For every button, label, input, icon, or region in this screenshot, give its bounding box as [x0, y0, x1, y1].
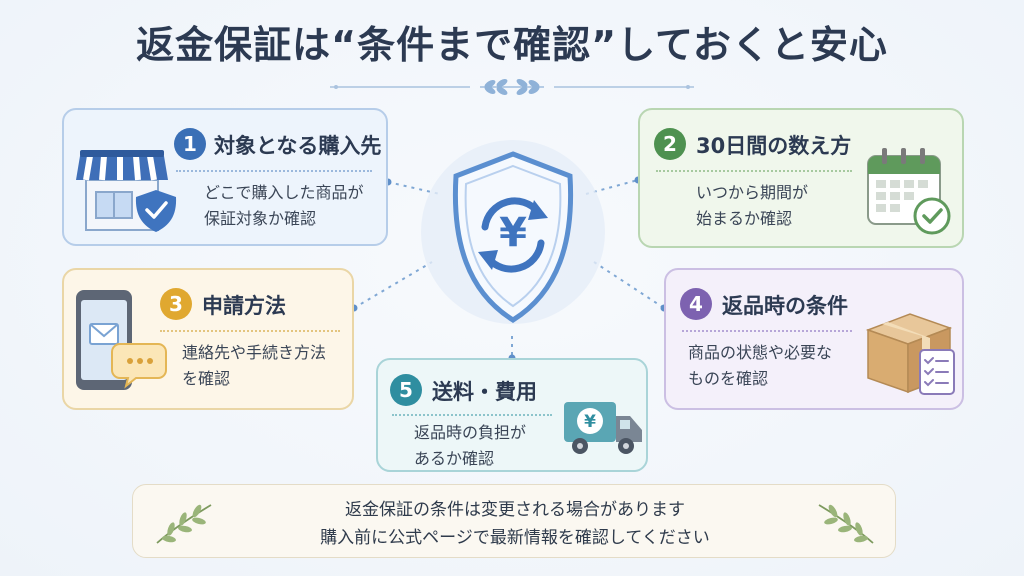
card-30-day-count: 2 30日間の数え方 いつから期間が 始まるか確認: [638, 108, 964, 248]
shop-shield-icon: [76, 150, 177, 232]
phone-mail-icon: [76, 290, 167, 390]
box-checklist-icon: [865, 313, 955, 395]
card-shipping-cost: 5 送料・費用 返品時の負担が あるか確認 ¥: [376, 358, 648, 472]
yen-truck-icon: ¥: [564, 402, 642, 454]
notice-line-1: 返金保証の条件は変更される場合があります: [345, 500, 685, 520]
card-divider: [176, 170, 372, 172]
center-shield: ¥: [418, 132, 608, 342]
card-title: 申請方法: [202, 294, 286, 318]
card-title: 返品時の条件: [722, 294, 848, 318]
leaf-icon: [818, 504, 874, 544]
card-number-badge: 3: [160, 288, 192, 320]
card-number-badge: 1: [174, 128, 206, 160]
notice-line-2: 購入前に公式ページで最新情報を確認してください: [320, 528, 710, 548]
card-title: 送料・費用: [432, 380, 537, 404]
shield-yen-refresh-icon: ¥: [421, 140, 605, 324]
card-description: 返品時の負担が あるか確認: [414, 423, 527, 468]
card-divider: [160, 330, 340, 332]
card-purchase-source: 1 対象となる購入先 どこで購入した商品が 保証対象か確認: [62, 108, 388, 246]
card-title: 対象となる購入先: [214, 134, 382, 158]
card-description: どこで購入した商品が 保証対象か確認: [204, 183, 364, 228]
card-title: 30日間の数え方: [696, 134, 852, 158]
title-divider-ornament-icon: [330, 79, 694, 95]
card-description: 連絡先や手続き方法 を確認: [182, 343, 327, 388]
card-application-method: 3 申請方法 連絡先や手続き方法 を確認: [62, 268, 354, 410]
card-divider: [392, 414, 552, 416]
card-divider: [682, 330, 852, 332]
card-number-badge: 4: [680, 288, 712, 320]
calendar-check-icon: [867, 148, 951, 235]
card-divider: [656, 170, 852, 172]
center-yen-symbol: ¥: [499, 210, 527, 256]
truck-yen-symbol: ¥: [584, 412, 596, 432]
card-number-badge: 5: [390, 374, 422, 406]
leaf-icon: [156, 504, 212, 544]
card-description: 商品の状態や必要な ものを確認: [688, 343, 833, 388]
card-description: いつから期間が 始まるか確認: [696, 183, 809, 228]
page-title: 返金保証は“条件まで確認”しておくと安心: [136, 23, 888, 67]
card-number-badge: 2: [654, 128, 686, 160]
notice-box: 返金保証の条件は変更される場合があります 購入前に公式ページで最新情報を確認して…: [132, 484, 896, 558]
card-return-conditions: 4 返品時の条件 商品の状態や必要な ものを確認: [664, 268, 964, 410]
